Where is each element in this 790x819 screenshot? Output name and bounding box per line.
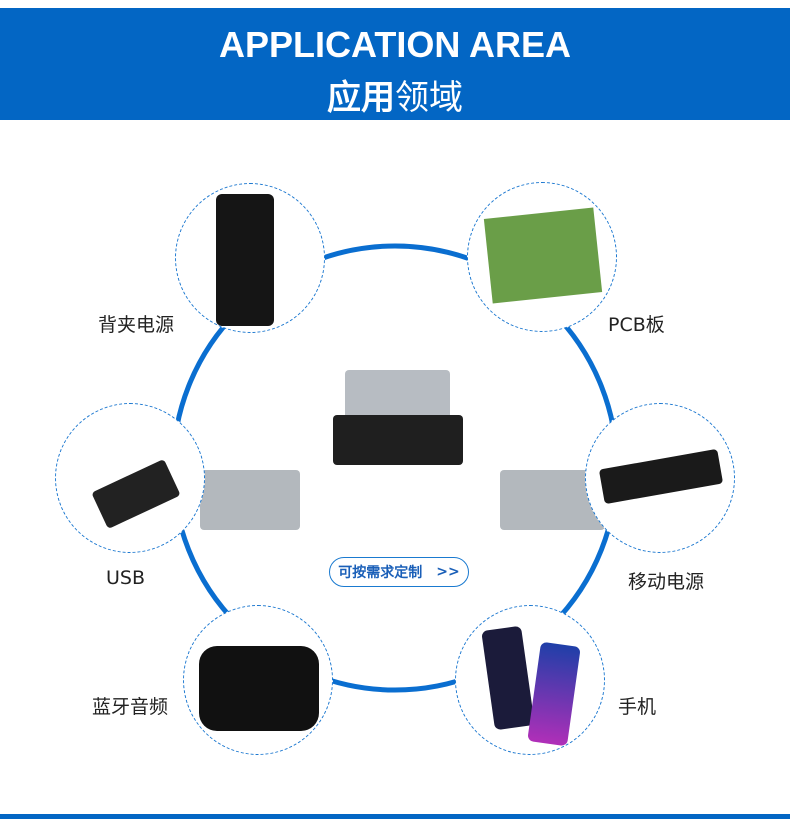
mobile-phone-icon [481,625,535,731]
bluetooth-audio-icon [199,646,319,731]
title-cn-light: 领域 [395,78,463,118]
node-back-clip-battery[interactable] [175,183,325,333]
bottom-divider [0,814,790,819]
node-bluetooth-audio[interactable] [183,605,333,755]
label-usb: USB [106,567,146,589]
usb-cable-icon [91,458,181,530]
chevron-right-icon: >> [436,564,460,580]
node-usb[interactable] [55,403,205,553]
node-mobile-phone[interactable] [455,605,605,755]
mobile-phone-icon-2 [527,641,581,747]
node-pcb[interactable] [467,182,617,332]
label-bluetooth-audio: 蓝牙音频 [92,696,169,718]
label-power-bank: 移动电源 [628,571,705,593]
label-pcb: PCB板 [608,314,665,336]
pcb-board-icon [483,207,603,304]
customize-button[interactable]: 可按需求定制 >> [329,557,469,587]
title-en: APPLICATION AREA [218,24,571,65]
node-power-bank[interactable] [585,403,735,553]
header-banner: APPLICATION AREA 应用领域 [0,8,790,120]
power-bank-icon [598,448,724,505]
title-cn-bold: 应用 [327,78,395,118]
label-mobile-phone: 手机 [618,696,657,718]
label-back-clip-battery: 背夹电源 [98,314,175,336]
phone-back-clip-battery-icon [216,194,274,326]
customize-label: 可按需求定制 [338,565,423,581]
title-cn: 应用领域 [0,70,790,119]
usb-c-connector-left [200,470,300,530]
